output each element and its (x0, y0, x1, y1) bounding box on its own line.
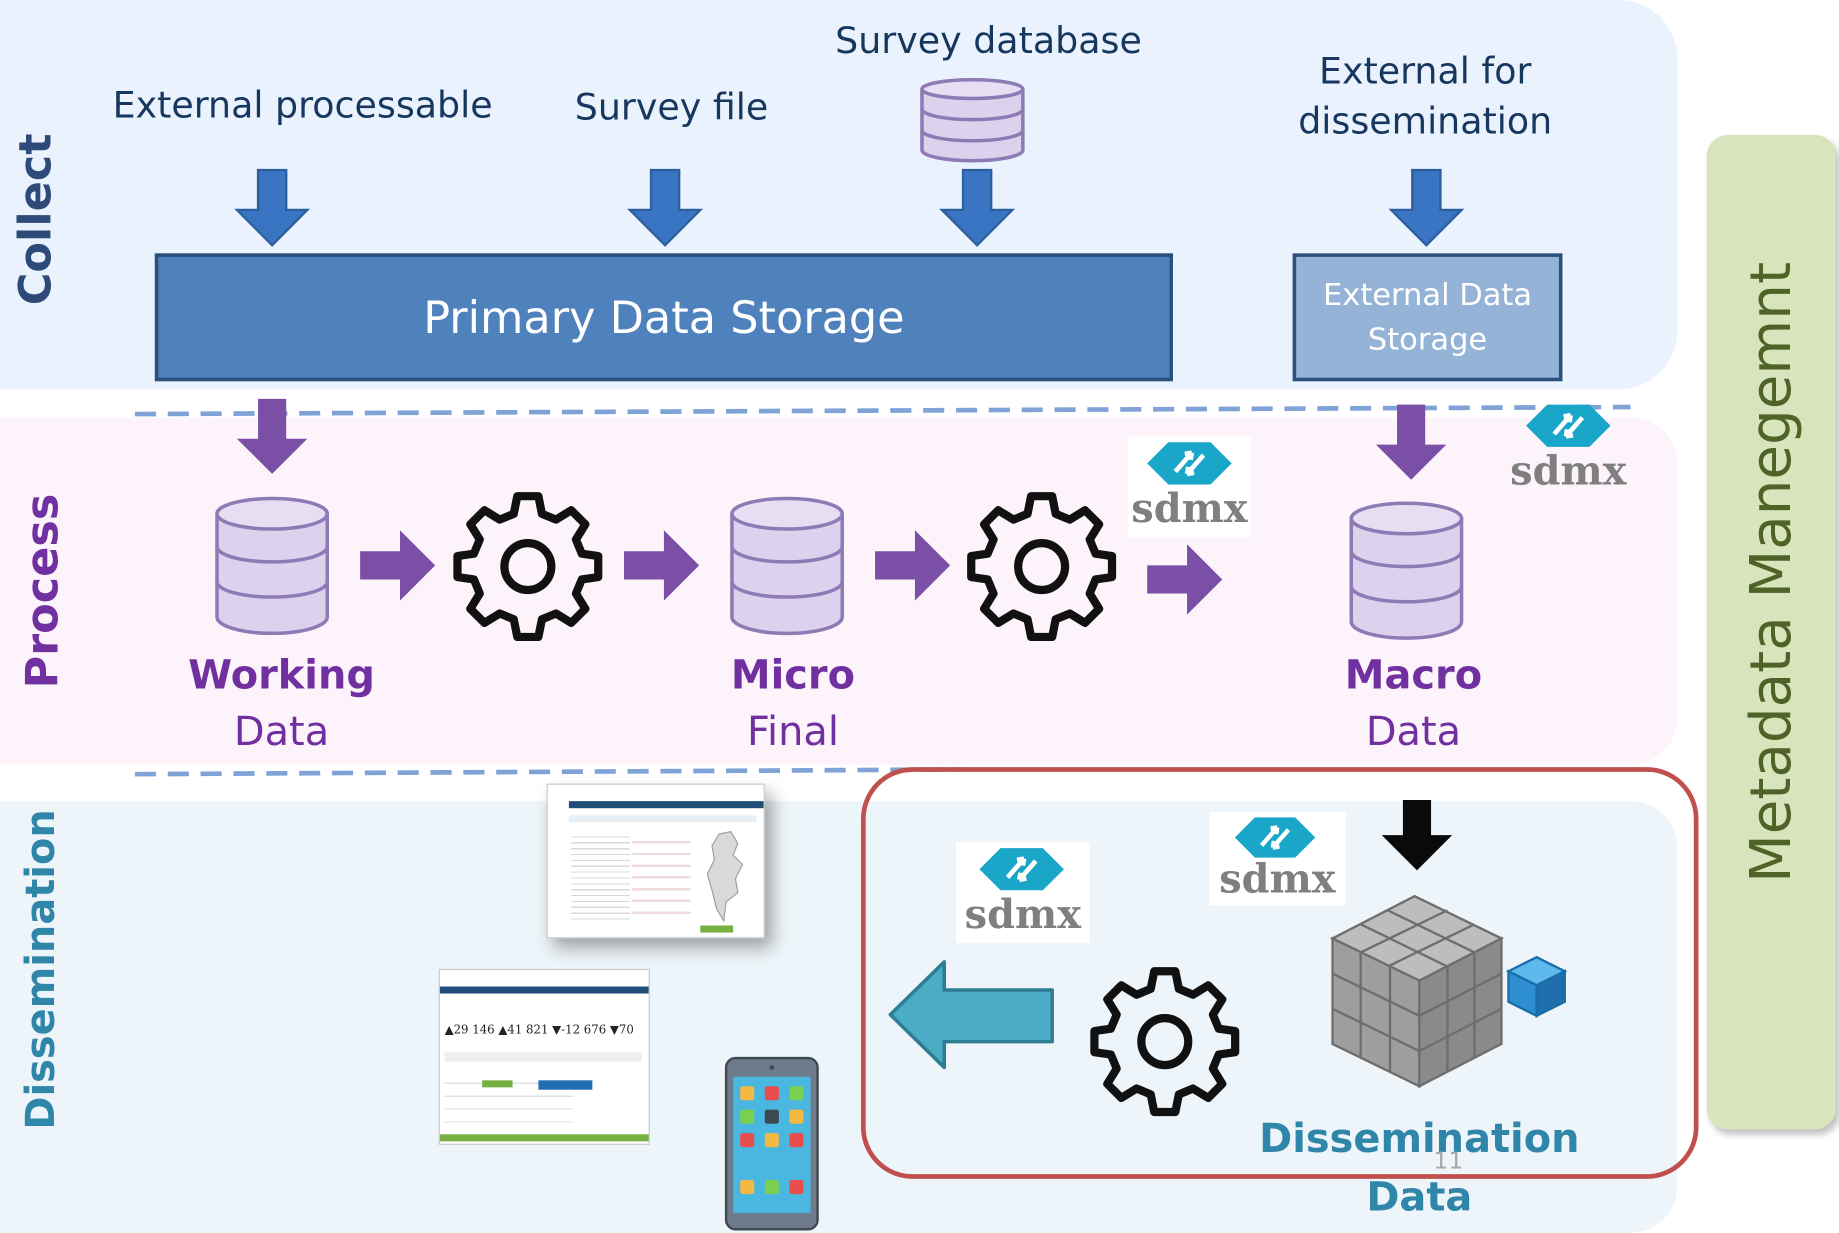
sdmx-logo: sdmx (955, 842, 1090, 944)
thumbnail-button (538, 1080, 593, 1090)
source-external-for-dissemination: External for dissemination (1298, 50, 1553, 144)
metadata-management-label: Metadata Manegemnt (1738, 261, 1805, 883)
down-arrow-icon (939, 168, 1016, 247)
working-data-label-bold: Working (188, 652, 375, 700)
source-external-processable: External processable (112, 84, 493, 127)
data-cube-icon (1329, 894, 1568, 1089)
survey-database-icon (920, 78, 1025, 163)
working-data-label: Working Data (176, 647, 387, 760)
external-data-storage-label: External Data Storage (1323, 277, 1533, 358)
micro-final-label-bold: Micro (730, 652, 855, 700)
left-arrow-icon (888, 960, 1054, 1070)
sdmx-logo: sdmx (1128, 436, 1251, 538)
thumbnail-button (482, 1080, 513, 1088)
source-survey-file: Survey file (574, 86, 769, 130)
thumbnail-searchbar (444, 1052, 642, 1062)
thumbnail-searchbar (568, 815, 757, 823)
primary-data-storage-label: Primary Data Storage (423, 291, 905, 344)
thumbnail-list (571, 831, 630, 924)
sdmx-label: sdmx (1510, 448, 1627, 496)
macro-data-label: Macro Data (1308, 647, 1519, 760)
process-band-label: Process (16, 493, 69, 689)
gear-icon (1090, 967, 1240, 1117)
down-arrow-icon (1388, 168, 1465, 247)
gear-icon (453, 492, 603, 642)
down-arrow-icon (627, 168, 704, 247)
primary-data-storage-box: Primary Data Storage (154, 253, 1173, 382)
gear-icon (967, 492, 1117, 642)
source-survey-database: Survey database (835, 19, 1142, 63)
sdmx-logo: sdmx (1505, 399, 1632, 500)
thumbnail-values (632, 831, 691, 924)
sdmx-logo: sdmx (1209, 811, 1346, 906)
down-arrow-icon (1381, 799, 1453, 871)
working-data-database-icon (215, 496, 330, 636)
metadata-management-panel (1706, 134, 1836, 1130)
smartphone-icon (724, 1056, 819, 1231)
thumbnail-footer (439, 1134, 649, 1142)
website-screenshot-foreign-trade: ▲29 146 ▲41 821 ▼-12 676 ▼70 (438, 968, 650, 1145)
collect-band-label: Collect (9, 133, 61, 306)
micro-final-database-icon (730, 496, 844, 636)
sdmx-label: sdmx (964, 891, 1082, 939)
thumbnail-button (700, 925, 734, 933)
dissemination-data-label: Dissemination Data (1259, 1115, 1580, 1222)
working-data-label-rest: Data (233, 708, 330, 756)
sdmx-label: sdmx (1219, 856, 1336, 904)
dissemination-band-label: Dissemination (17, 809, 65, 1130)
sdmx-arrows-icon (1234, 817, 1316, 858)
micro-final-label-rest: Final (746, 708, 839, 756)
micro-final-label: Micro Final (687, 647, 898, 760)
macro-data-label-bold: Macro (1344, 652, 1483, 700)
macro-data-label-rest: Data (1365, 708, 1462, 756)
macro-data-database-icon (1349, 501, 1464, 640)
sdmx-arrows-icon (979, 848, 1064, 891)
thumbnail-navbar (439, 986, 649, 994)
thumbnail-navbar (568, 801, 764, 809)
thumbnail-header (547, 791, 764, 802)
right-arrow-icon (1147, 544, 1223, 615)
sdmx-arrows-icon (1526, 404, 1611, 447)
tunisia-map-icon (706, 831, 744, 923)
external-data-storage-box: External Data Storage (1292, 253, 1563, 382)
right-arrow-icon (624, 530, 700, 601)
dissemination-data-highlight (860, 767, 1699, 1179)
thumbnail-kpi-row: ▲29 146 ▲41 821 ▼-12 676 ▼70 (444, 1024, 634, 1037)
sdmx-label: sdmx (1131, 485, 1248, 533)
right-arrow-icon (360, 530, 436, 601)
sdmx-arrows-icon (1147, 442, 1232, 485)
down-arrow-icon (1375, 404, 1447, 480)
right-arrow-icon (875, 530, 951, 601)
down-arrow-icon (236, 398, 308, 474)
website-screenshot-regional-data (546, 783, 765, 939)
down-arrow-icon (234, 168, 311, 247)
page-number: 11 (1433, 1146, 1464, 1175)
